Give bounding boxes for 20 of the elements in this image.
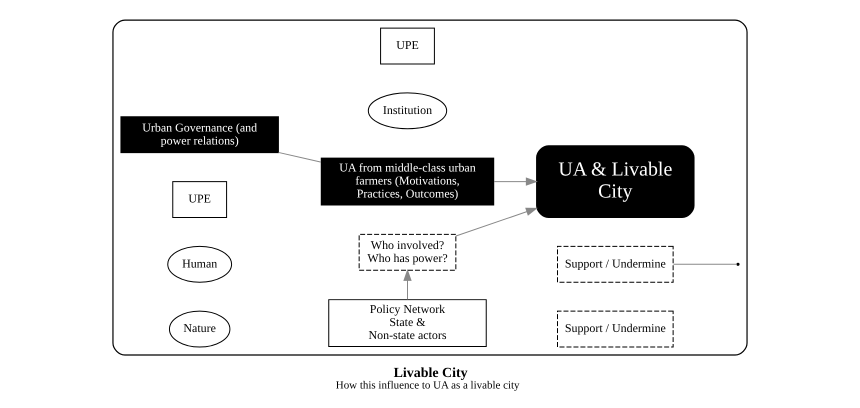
node-box: Urban Governance (and power relations) — [120, 116, 279, 154]
arrow — [403, 268, 412, 300]
node-box: UA & Livable City — [536, 145, 695, 218]
cluster — [112, 20, 748, 356]
node-ellipse: Nature — [168, 310, 230, 348]
node-box: UA from middle-class urban farmers (Motivations, Practices, Outcomes) — [320, 158, 494, 206]
connector — [672, 264, 738, 265]
node-box: UPE — [380, 28, 435, 64]
arrow — [455, 208, 538, 237]
node-box: Support / Undermine — [557, 310, 674, 348]
node-ellipse: Institution — [368, 92, 448, 130]
node-box: Who involved? Who has power? — [358, 234, 456, 271]
node-box: Support / Undermine — [557, 246, 674, 283]
caption: How this influence to UA as a livable city — [336, 380, 520, 392]
node-box: Policy Network State & Non-state actors — [328, 299, 487, 348]
diagram-title: Livable City — [394, 366, 468, 382]
node-ellipse: Human — [167, 246, 232, 283]
connector — [278, 152, 322, 163]
arrow — [494, 177, 538, 186]
node-box: UPE — [172, 181, 228, 218]
